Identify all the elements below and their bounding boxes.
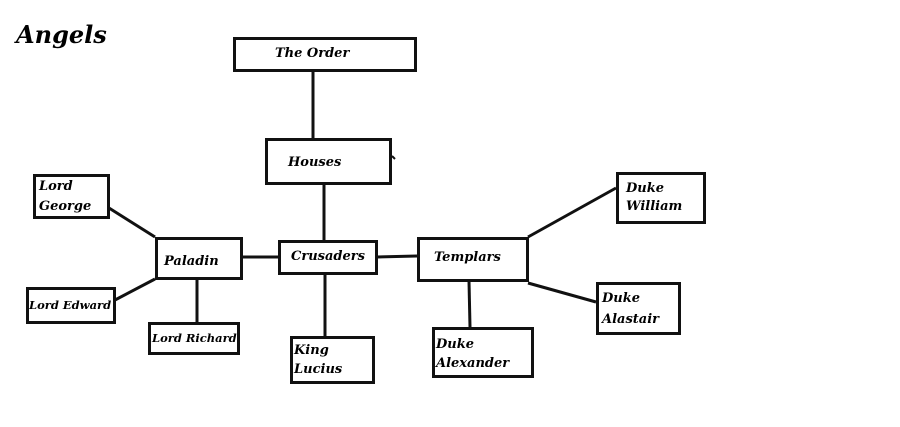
node-label: Lord Edward bbox=[29, 298, 112, 312]
node-label: The Order bbox=[275, 46, 350, 61]
node-label: Templars bbox=[434, 250, 501, 265]
node-duke-william[interactable]: Duke William bbox=[616, 172, 706, 224]
diagram-title: Angels bbox=[16, 20, 107, 49]
node-label-line2: William bbox=[626, 199, 683, 214]
node-crusaders[interactable]: Crusaders bbox=[278, 240, 378, 275]
edge-paladin-lord-george bbox=[108, 206, 156, 239]
node-paladin[interactable]: Paladin bbox=[155, 237, 243, 280]
node-duke-alastair[interactable]: Duke Alastair bbox=[596, 282, 681, 335]
node-label-line1: Duke bbox=[626, 181, 665, 196]
node-label: Houses bbox=[288, 155, 342, 170]
node-label: Crusaders bbox=[291, 249, 365, 264]
node-duke-alexander[interactable]: Duke Alexander bbox=[432, 327, 534, 378]
node-label-line2: George bbox=[39, 199, 92, 214]
node-label-line1: Duke bbox=[602, 291, 641, 306]
edge-templars-duke-william bbox=[527, 186, 617, 239]
node-label: Paladin bbox=[164, 254, 219, 269]
edge-crusaders-templars bbox=[376, 254, 418, 259]
node-lord-george[interactable]: Lord George bbox=[33, 174, 110, 219]
node-label-line2: Alastair bbox=[602, 312, 659, 327]
node-label-line1: Duke bbox=[436, 337, 475, 352]
stray-tick-mark bbox=[391, 155, 396, 160]
node-king-lucius[interactable]: King Lucius bbox=[290, 336, 375, 384]
node-houses[interactable]: Houses bbox=[265, 138, 392, 185]
node-label-line1: Lord bbox=[39, 179, 73, 194]
node-lord-richard[interactable]: Lord Richard bbox=[148, 322, 240, 355]
node-label-line2: Lucius bbox=[294, 362, 343, 377]
node-label-line2: Alexander bbox=[436, 356, 510, 371]
node-label-line1: King bbox=[294, 343, 329, 358]
edge-templars-duke-alexander bbox=[467, 280, 472, 328]
edge-templars-duke-alastair bbox=[527, 281, 597, 304]
node-label: Lord Richard bbox=[152, 331, 237, 345]
node-templars[interactable]: Templars bbox=[417, 237, 529, 282]
edge-paladin-lord-edward bbox=[114, 277, 156, 302]
node-lord-edward[interactable]: Lord Edward bbox=[26, 287, 116, 324]
node-the-order[interactable]: The Order bbox=[233, 37, 417, 72]
